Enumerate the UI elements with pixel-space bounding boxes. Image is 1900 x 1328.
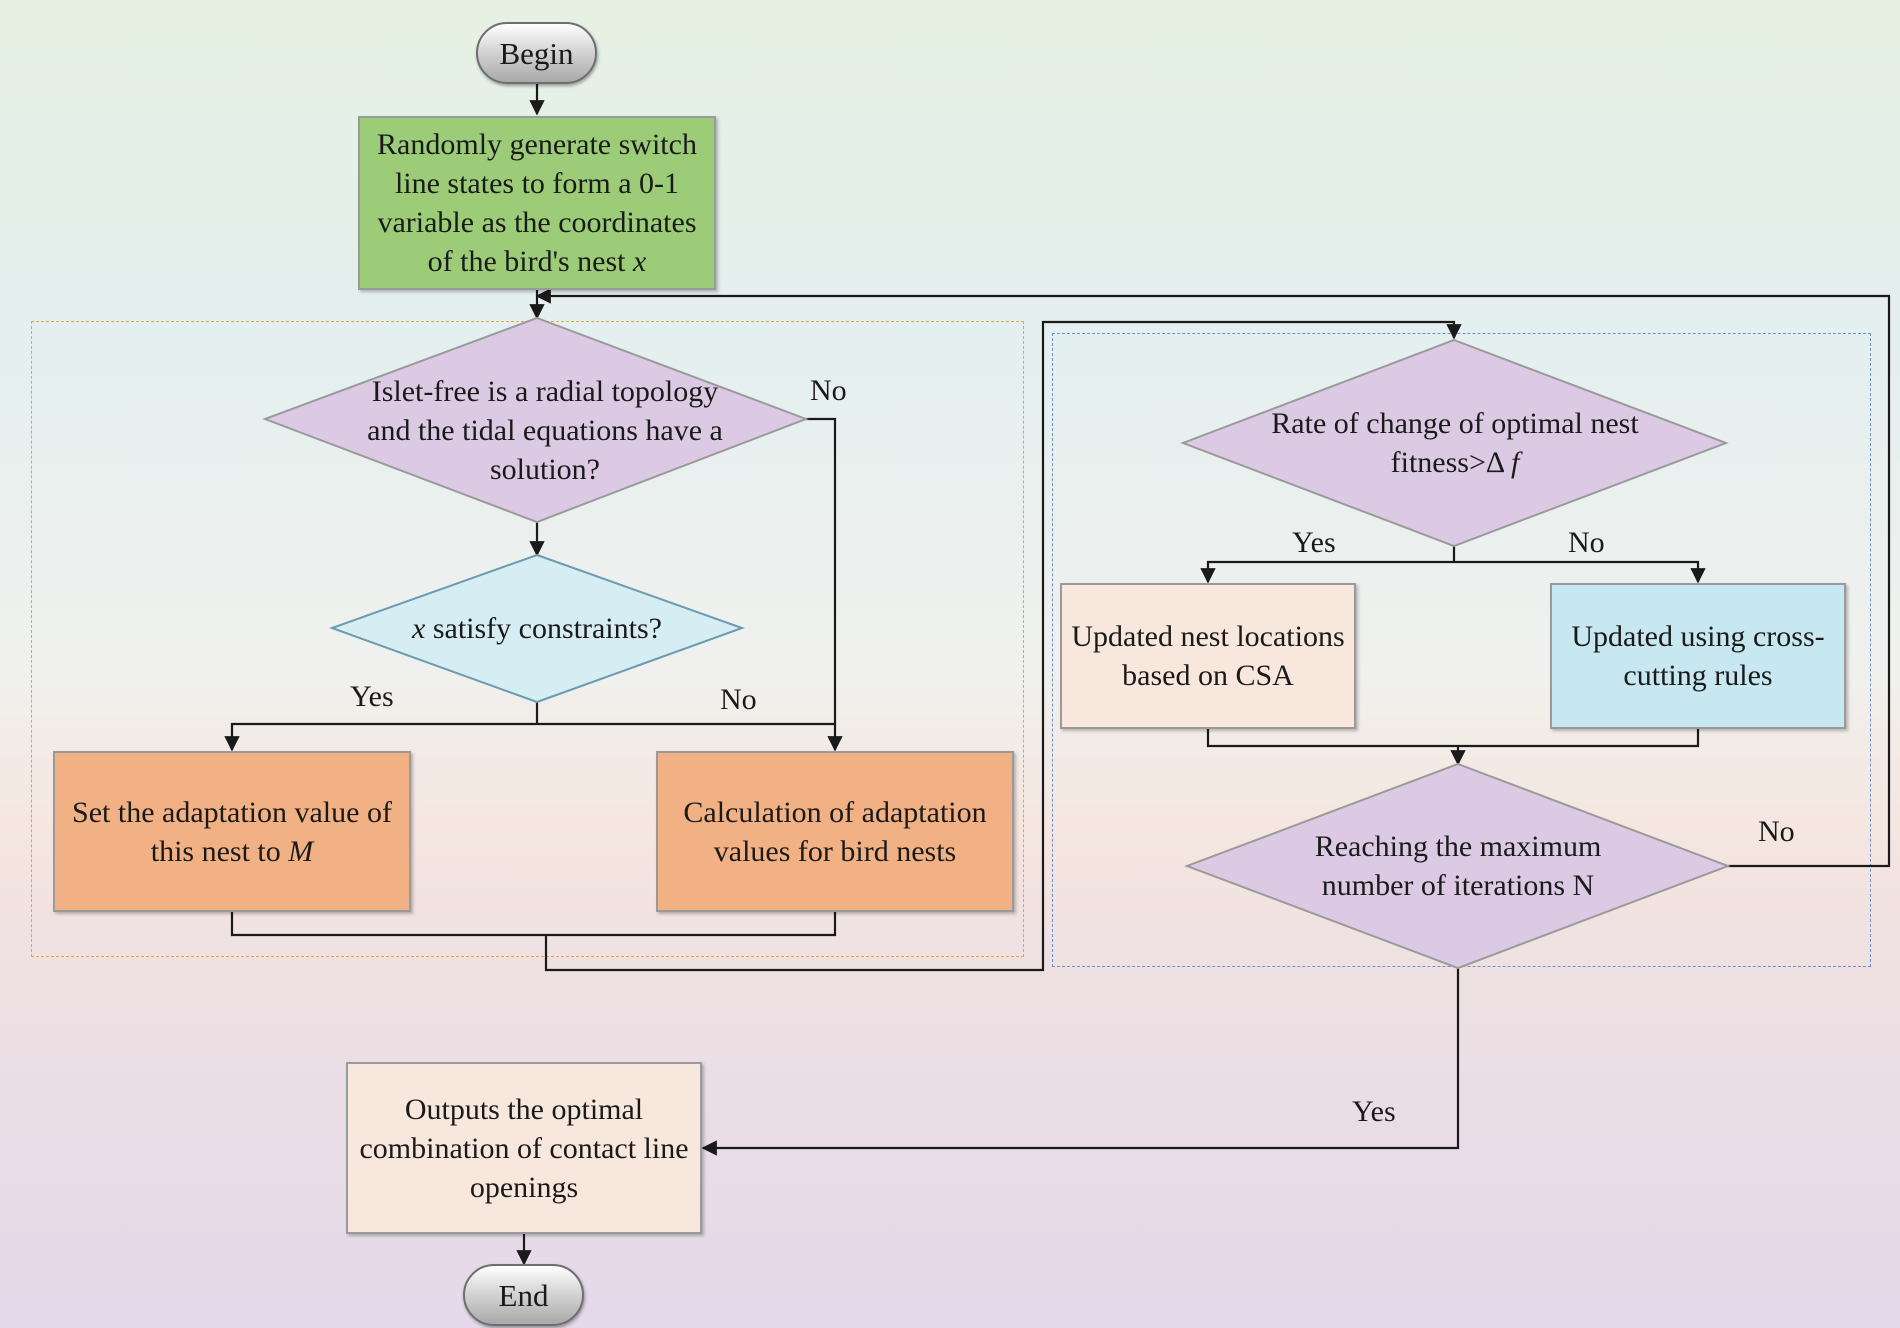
islet-line-2: and the tidal equations have a (367, 413, 723, 447)
end-terminal: End (463, 1264, 584, 1326)
constraints-var: x (412, 611, 426, 645)
islet-line-3: solution? (490, 452, 600, 486)
generate-nest-process: Randomly generate switch line states to … (358, 116, 716, 290)
begin-label: Begin (499, 35, 574, 71)
islet-line-1: Islet-free is a radial topology (371, 374, 719, 408)
generate-line-3: variable as the coordinates (377, 206, 697, 239)
edge-max-no-loop (535, 288, 1891, 868)
csa-line-2: based on CSA (1122, 659, 1294, 692)
rate-line-1: Rate of change of optimal nest (1271, 407, 1639, 440)
output-line-3: openings (469, 1170, 579, 1204)
calc-line-1: Calculation of adaptation (683, 795, 987, 829)
constraints-decision: x satisfy constraints? (372, 608, 702, 648)
cross-line-2: cutting rules (1623, 659, 1773, 692)
cross-line-1: Updated using cross- (1571, 620, 1825, 653)
output-line-2: combination of contact line (359, 1131, 689, 1165)
constraints-text: satisfy constraints? (425, 611, 662, 645)
generate-line-1: Randomly generate switch (377, 128, 697, 161)
max-yes-label: Yes (1352, 1095, 1396, 1128)
rate-line-2: fitness>Δ f (1271, 443, 1638, 482)
edge-rate-yes (1200, 560, 1454, 584)
generate-line-4: of the bird's nest x (377, 242, 697, 281)
edge-merge-to-rate (544, 320, 1462, 972)
rate-yes-label: Yes (1292, 526, 1336, 559)
max-line-1: Reaching the maximum (1314, 830, 1602, 863)
constraints-yes-label: Yes (350, 680, 394, 713)
cross-cutting-update-process: Updated using cross- cutting rules (1550, 583, 1846, 729)
islet-decision-shape (262, 316, 809, 524)
max-no-label: No (1758, 815, 1795, 848)
set-line-2-var: M (288, 834, 314, 868)
edge-rate-no (1454, 560, 1706, 584)
rate-decision: Rate of change of optimal nest fitness>Δ… (1245, 403, 1665, 483)
generate-line-4-text: of the bird's nest (427, 245, 634, 278)
edge-set-merge (230, 912, 837, 937)
csa-line-1: Updated nest locations (1071, 620, 1345, 653)
set-adaptation-process: Set the adaptation value of this nest to… (53, 751, 411, 912)
end-label: End (498, 1277, 549, 1313)
edge-updates-merge (1206, 729, 1700, 748)
constraints-no-label: No (720, 683, 757, 716)
edge-constraints-yes (224, 722, 537, 752)
rate-decision-shape (1180, 338, 1729, 548)
output-line-1: Outputs the optimal (404, 1092, 644, 1126)
constraints-decision-shape (329, 553, 745, 704)
islet-no-label: No (810, 374, 847, 407)
islet-decision: Islet-free is a radial topology and the … (335, 370, 755, 490)
edge-max-yes-output (701, 968, 1460, 1156)
rate-no-label: No (1568, 526, 1605, 559)
generate-line-2: line states to form a 0-1 (394, 167, 680, 200)
set-line-2-text: this nest to (150, 834, 289, 868)
calculate-adaptation-process: Calculation of adaptation values for bir… (656, 751, 1014, 912)
rate-line-2-var: f (1511, 446, 1520, 479)
csa-update-process: Updated nest locations based on CSA (1060, 583, 1356, 729)
begin-terminal: Begin (476, 22, 597, 84)
set-line-2: this nest to M (72, 832, 392, 871)
rate-line-2-text: fitness>Δ (1390, 446, 1512, 479)
generate-line-4-var: x (633, 245, 647, 278)
max-iterations-decision: Reaching the maximum number of iteration… (1258, 826, 1658, 906)
set-line-1: Set the adaptation value of (72, 795, 392, 829)
output-process: Outputs the optimal combination of conta… (346, 1062, 702, 1234)
max-iterations-decision-shape (1184, 762, 1731, 970)
max-line-2: number of iterations N (1321, 869, 1595, 902)
calc-line-2: values for bird nests (713, 834, 957, 868)
edge-islet-no-calc (806, 417, 843, 752)
